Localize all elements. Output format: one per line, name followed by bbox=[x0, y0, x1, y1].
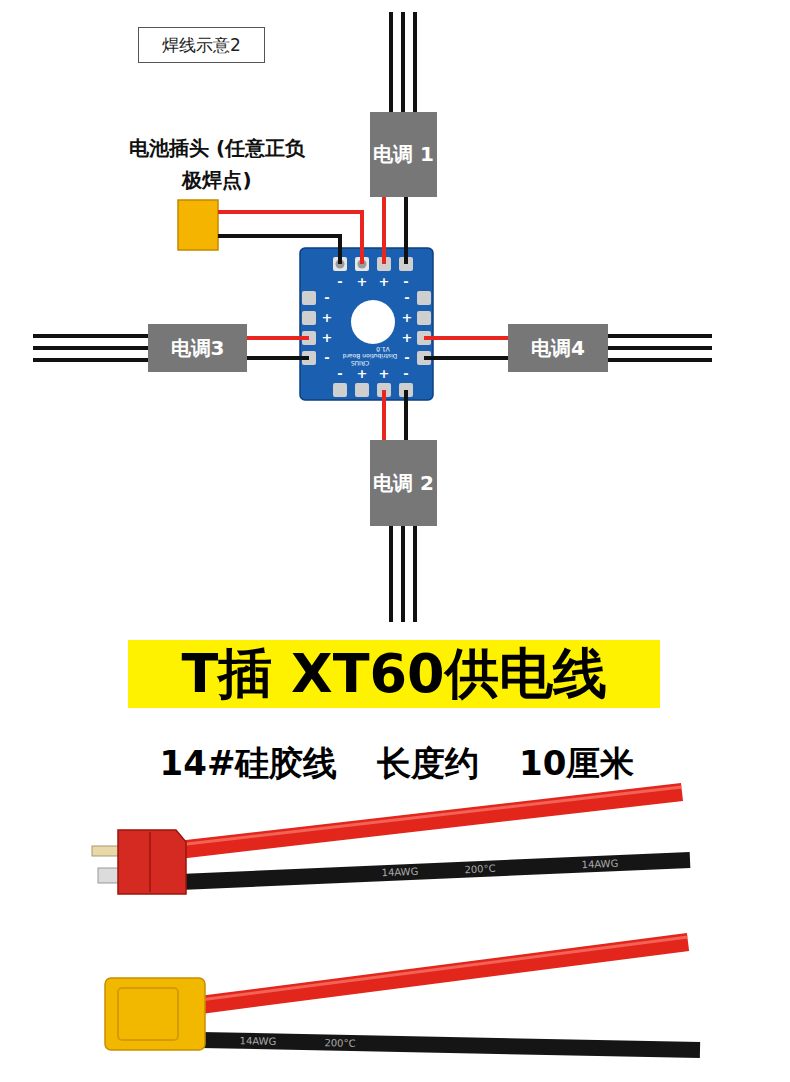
esc-wire bbox=[33, 334, 148, 338]
node-text: T插 XT60供电线 bbox=[181, 644, 606, 703]
board-hole bbox=[351, 300, 395, 344]
esc-box: 电调 1 bbox=[370, 112, 437, 197]
solder-pad bbox=[333, 383, 347, 397]
plug-label: 电池插头 (任意正负极焊点) bbox=[122, 132, 312, 196]
polarity-mark: - bbox=[337, 368, 342, 380]
red-silicone-wire bbox=[178, 792, 682, 850]
battery-plug bbox=[178, 200, 218, 250]
wire-print: 14AWG bbox=[240, 1035, 277, 1047]
caption-box: 焊线示意2 bbox=[138, 27, 265, 63]
distribution-board bbox=[300, 248, 433, 400]
wire-print: 200°C bbox=[324, 1037, 355, 1049]
spec-note: 14#硅胶线 长度约 10厘米 bbox=[160, 743, 635, 783]
xt60-plug bbox=[105, 978, 205, 1050]
esc-wire bbox=[401, 12, 405, 112]
plug-ridge bbox=[149, 832, 151, 892]
black-wire bbox=[424, 356, 508, 360]
esc-wire bbox=[608, 346, 712, 350]
polarity-mark: + bbox=[379, 368, 390, 380]
red-wire bbox=[382, 197, 386, 264]
solder-pad bbox=[302, 291, 316, 305]
red-silicone-wire bbox=[200, 942, 688, 1005]
esc-wire bbox=[389, 12, 393, 112]
esc-wire bbox=[413, 526, 417, 622]
polarity-mark: + bbox=[357, 276, 368, 288]
red-wire bbox=[247, 336, 309, 340]
node-text: 电调3 bbox=[171, 335, 225, 362]
esc-wire bbox=[608, 334, 712, 338]
esc-box: 电调 2 bbox=[370, 440, 437, 526]
polarity-mark: - bbox=[324, 352, 329, 364]
esc-box: 电调4 bbox=[508, 324, 608, 372]
banner-band: T插 XT60供电线 bbox=[128, 640, 660, 708]
polarity-mark: + bbox=[379, 276, 390, 288]
wire-print: 200°C bbox=[464, 863, 496, 875]
red-wire bbox=[424, 336, 508, 340]
node-text: 电调4 bbox=[531, 335, 585, 362]
plug-ridge bbox=[118, 988, 178, 1040]
board-print: V1.0 bbox=[376, 346, 390, 352]
black-wire bbox=[247, 356, 309, 360]
polarity-mark: - bbox=[403, 276, 408, 288]
wire-print: 14AWG bbox=[381, 866, 418, 879]
black-wire bbox=[404, 197, 408, 264]
esc-wire bbox=[608, 358, 712, 362]
wire-highlight bbox=[178, 787, 682, 845]
polarity-mark: - bbox=[324, 292, 329, 304]
esc-wire bbox=[413, 12, 417, 112]
polarity-mark: - bbox=[404, 352, 409, 364]
board-print: CRIUS bbox=[351, 360, 369, 366]
esc-wire bbox=[389, 526, 393, 622]
polarity-mark: + bbox=[402, 332, 413, 344]
esc-box: 电调3 bbox=[148, 324, 247, 372]
solder-pad bbox=[355, 383, 369, 397]
esc-wire bbox=[33, 358, 148, 362]
solder-pad bbox=[417, 291, 431, 305]
polarity-mark: - bbox=[404, 292, 409, 304]
t-plug bbox=[118, 830, 186, 894]
wire-highlight bbox=[200, 937, 688, 1000]
red-wire bbox=[218, 212, 362, 264]
wire-print: 14AWG bbox=[581, 858, 618, 871]
node-text: 电调 2 bbox=[373, 470, 434, 497]
esc-wire bbox=[401, 526, 405, 622]
solder-pad bbox=[417, 311, 431, 325]
node-text: 焊线示意2 bbox=[162, 35, 241, 55]
polarity-mark: + bbox=[402, 312, 413, 324]
board-print: Distribution Board bbox=[343, 353, 398, 359]
black-wire bbox=[404, 390, 408, 440]
polarity-mark: - bbox=[337, 276, 342, 288]
polarity-mark: + bbox=[322, 332, 333, 344]
solder-pad bbox=[302, 311, 316, 325]
black-wire bbox=[218, 236, 340, 264]
node-text: 电调 1 bbox=[373, 141, 434, 168]
polarity-mark: + bbox=[322, 312, 333, 324]
polarity-mark: + bbox=[357, 368, 368, 380]
polarity-mark: - bbox=[403, 368, 408, 380]
red-wire bbox=[382, 390, 386, 440]
esc-wire bbox=[33, 346, 148, 350]
